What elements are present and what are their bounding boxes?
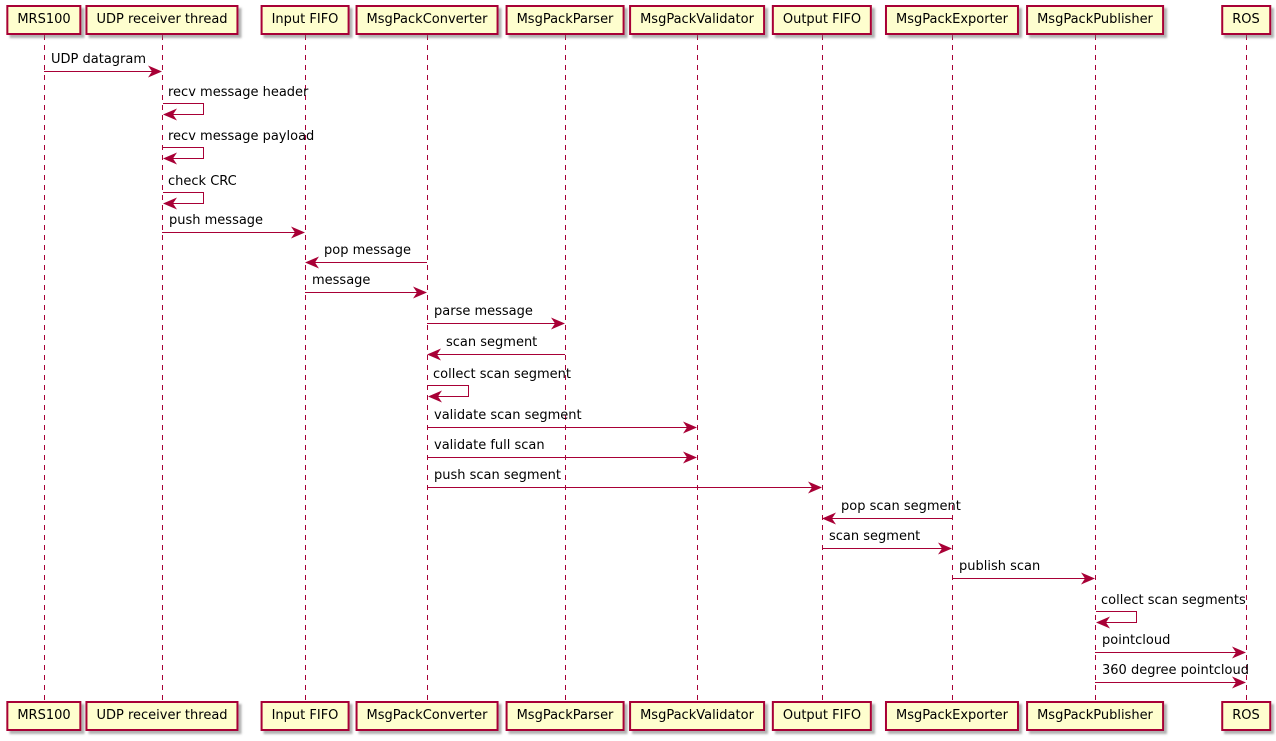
arrowhead-right-icon	[1232, 676, 1246, 689]
participant-box-top: MsgPackExporter	[884, 5, 1020, 35]
self-message-loop	[163, 147, 204, 159]
message-label: recv message header	[168, 85, 309, 100]
participant-box-top: UDP receiver thread	[85, 5, 239, 35]
arrowhead-left-icon	[428, 390, 442, 403]
message-label: validate scan segment	[434, 408, 582, 423]
participant-box-bottom: ROS	[1221, 701, 1271, 731]
message-label: parse message	[434, 304, 533, 319]
message-label: publish scan	[959, 559, 1041, 574]
message-label: recv message payload	[168, 129, 315, 144]
arrowhead-left-icon	[305, 256, 319, 269]
participant-box-bottom: MsgPackExporter	[884, 701, 1020, 731]
message-label: collect scan segment	[433, 367, 571, 382]
arrowhead-left-icon	[1096, 616, 1110, 629]
participant-box-bottom: MsgPackParser	[505, 701, 625, 731]
arrowhead-left-icon	[163, 197, 177, 210]
message-label: pointcloud	[1102, 633, 1171, 648]
participant-box-top: Output FIFO	[771, 5, 873, 35]
participant-box-bottom: UDP receiver thread	[85, 701, 239, 731]
message-label: message	[312, 273, 371, 288]
participant-box-bottom: MRS100	[6, 701, 82, 731]
message-label: collect scan segments	[1101, 593, 1246, 608]
message-label: check CRC	[168, 174, 237, 189]
self-message-loop	[428, 385, 469, 397]
arrowhead-right-icon	[938, 542, 952, 555]
arrowhead-right-icon	[683, 451, 697, 464]
arrowhead-right-icon	[148, 65, 162, 78]
participant-box-bottom: Input FIFO	[260, 701, 350, 731]
self-message-loop	[163, 192, 204, 204]
arrowhead-right-icon	[1232, 646, 1246, 659]
arrowhead-left-icon	[163, 108, 177, 121]
message-label: push message	[169, 213, 264, 228]
arrowhead-left-icon	[163, 152, 177, 165]
participant-box-top: MsgPackConverter	[355, 5, 499, 35]
participant-box-bottom: Output FIFO	[771, 701, 873, 731]
self-message-loop	[163, 103, 204, 115]
message-label: validate full scan	[434, 438, 545, 453]
arrowhead-right-icon	[291, 226, 305, 239]
participant-box-top: Input FIFO	[260, 5, 350, 35]
arrowhead-left-icon	[822, 512, 836, 525]
participant-box-top: MsgPackParser	[505, 5, 625, 35]
message-label: pop scan segment	[841, 499, 961, 514]
message-label: pop message	[324, 243, 412, 258]
message-label: push scan segment	[434, 468, 561, 483]
message-label: UDP datagram	[51, 52, 147, 67]
arrowhead-left-icon	[427, 348, 441, 361]
message-label: scan segment	[829, 529, 921, 544]
participant-box-top: MsgPackValidator	[629, 5, 765, 35]
participant-box-top: MsgPackPublisher	[1026, 5, 1164, 35]
arrowhead-right-icon	[551, 317, 565, 330]
arrowhead-right-icon	[413, 286, 427, 299]
participant-box-bottom: MsgPackPublisher	[1026, 701, 1164, 731]
arrowhead-right-icon	[1081, 572, 1095, 585]
participant-box-bottom: MsgPackConverter	[355, 701, 499, 731]
participant-box-top: MRS100	[6, 5, 82, 35]
message-label: 360 degree pointcloud	[1102, 663, 1249, 678]
arrowhead-right-icon	[808, 481, 822, 494]
participant-box-top: ROS	[1221, 5, 1271, 35]
participant-box-bottom: MsgPackValidator	[629, 701, 765, 731]
message-label: scan segment	[446, 335, 538, 350]
arrowhead-right-icon	[683, 421, 697, 434]
self-message-loop	[1096, 611, 1137, 623]
